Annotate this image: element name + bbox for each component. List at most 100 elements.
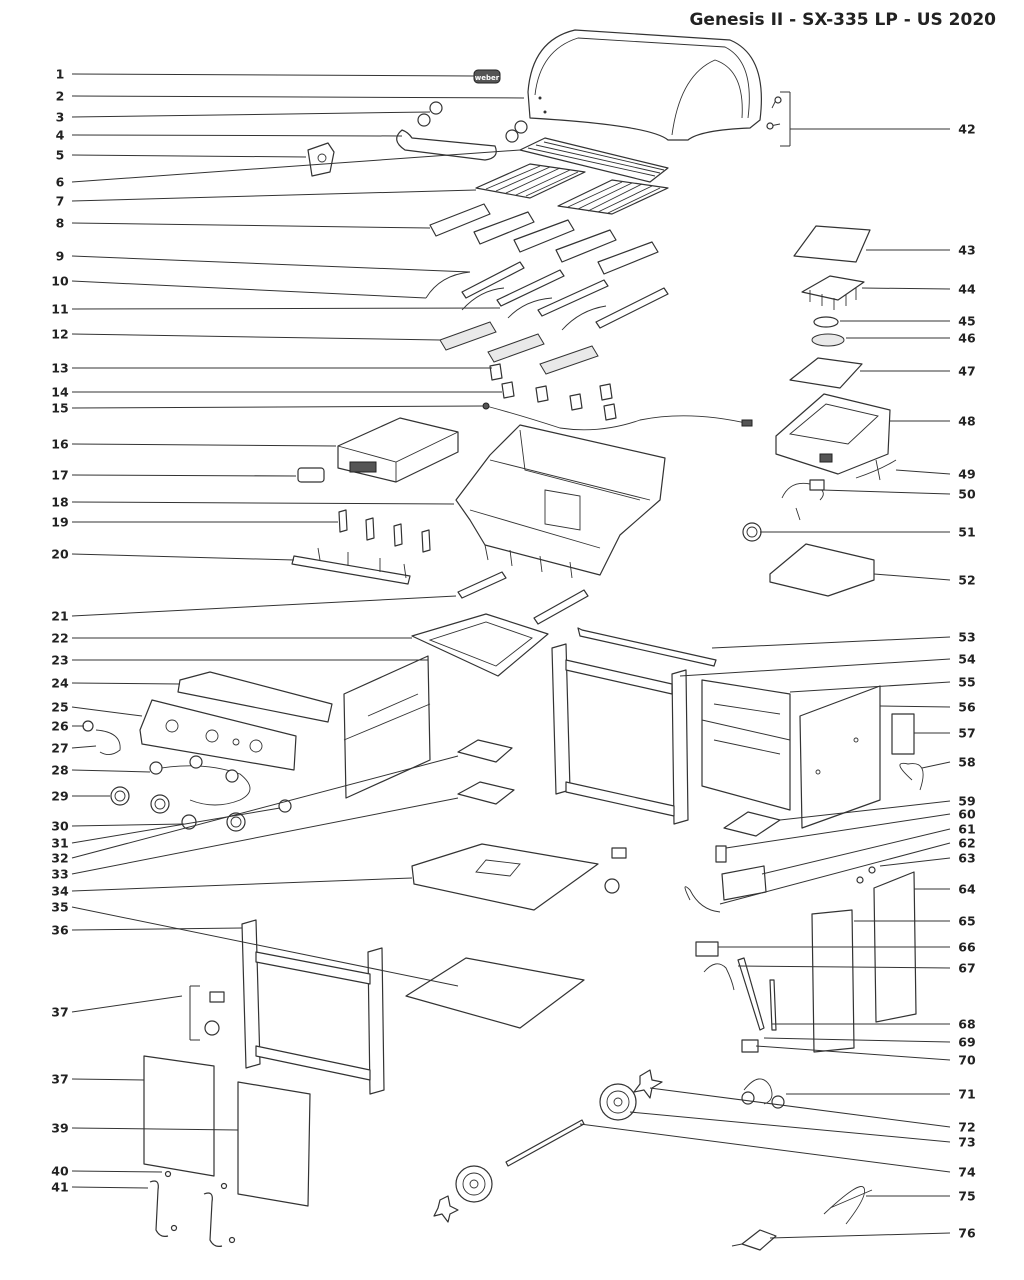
leader-line [895, 469, 951, 475]
leader-line [921, 761, 951, 769]
top-rail [577, 627, 717, 667]
leader-line [71, 474, 297, 477]
wheel-star-cap [633, 1069, 663, 1099]
side-shelf-tray [769, 543, 875, 597]
catch-pan-tray [411, 613, 549, 677]
callout-number: 12 [51, 327, 68, 342]
access-cover [721, 865, 767, 901]
callout-number: 52 [958, 573, 975, 588]
right-door [237, 1081, 311, 1207]
callout-number: 41 [51, 1180, 68, 1195]
callout-number: 27 [51, 741, 68, 756]
leader-line [71, 149, 521, 183]
callout-number: 55 [958, 675, 975, 690]
bottom-shelf [405, 957, 585, 1029]
lid-handle [396, 129, 497, 161]
callout-number: 30 [51, 819, 69, 834]
callout-number: 56 [958, 700, 976, 715]
leader-line [779, 800, 951, 821]
callout-number: 76 [958, 1226, 976, 1241]
callout-number: 28 [51, 763, 68, 778]
left-door [143, 1055, 215, 1177]
callout-number: 43 [958, 243, 975, 258]
callout-number: 10 [51, 274, 69, 289]
callout-number: 18 [51, 495, 68, 510]
callout-number: 34 [51, 884, 69, 899]
callout-number: 13 [51, 361, 68, 376]
side-panel-left [811, 909, 855, 1053]
leader-line [755, 1045, 951, 1061]
callout-number: 8 [56, 216, 65, 231]
leader-line [71, 553, 295, 561]
igniter-wire [485, 405, 751, 431]
callout-number: 61 [958, 822, 975, 837]
back-panel [799, 685, 881, 829]
handle-end-cap [429, 101, 443, 115]
gas-hose [737, 957, 765, 1031]
leader-line [679, 658, 951, 677]
callout-number: 46 [958, 331, 976, 346]
side-burner-housing [775, 393, 891, 475]
callout-number: 16 [51, 437, 69, 452]
callout-number: 39 [51, 1121, 68, 1136]
callout-number: 1 [56, 67, 65, 82]
callout-number: 25 [51, 700, 68, 715]
callout-number: 31 [51, 836, 68, 851]
callout-number: 47 [958, 364, 975, 379]
igniter-tool [741, 1229, 777, 1251]
callout-number: 72 [958, 1120, 975, 1135]
leader-line [71, 755, 459, 859]
callout-number: 26 [51, 719, 69, 734]
leader-line [71, 189, 477, 202]
leader-line [879, 705, 951, 708]
leader-line [71, 682, 181, 685]
leader-line [71, 111, 431, 118]
callout-number: 59 [958, 794, 975, 809]
cabinet-bottom [411, 843, 599, 911]
valves [338, 509, 431, 553]
leader-line [71, 222, 431, 229]
leader-line [71, 255, 471, 273]
leader-line [71, 307, 501, 310]
leader-line [71, 280, 427, 299]
callout-number: 9 [56, 249, 65, 264]
igniter-module [684, 886, 721, 913]
callout-number: 40 [51, 1164, 69, 1179]
side-knob [742, 522, 762, 542]
callout-number: 60 [958, 807, 976, 822]
callout-number: 63 [958, 851, 975, 866]
leader-line [71, 745, 97, 749]
leader-line [71, 1078, 145, 1081]
callout-number: 35 [51, 900, 68, 915]
leader-line [629, 1111, 951, 1143]
module [297, 467, 325, 483]
callout-number: 49 [958, 467, 975, 482]
leader-line [711, 636, 951, 649]
callout-number: 21 [51, 609, 68, 624]
side-burner-grate [801, 275, 865, 310]
callout-number: 67 [958, 961, 975, 976]
callout-number: 4 [56, 128, 65, 143]
fastener [715, 845, 727, 863]
callout-number: 53 [958, 630, 975, 645]
leader-line [789, 681, 951, 693]
callout-number: 57 [958, 726, 975, 741]
callout-number: 50 [958, 487, 976, 502]
leader-line [71, 95, 525, 99]
leader-line [71, 1170, 163, 1173]
callout-number: 7 [56, 194, 65, 209]
callout-numbers: 1234567891011121314151617181920212223242… [51, 67, 976, 1241]
leader-line [71, 797, 459, 875]
leader-line [71, 1186, 149, 1189]
callout-number: 23 [51, 653, 68, 668]
callout-number: 17 [51, 468, 68, 483]
wheel [599, 1083, 637, 1121]
burner-cap [813, 316, 839, 328]
callout-number: 36 [51, 923, 69, 938]
leader-line [725, 813, 951, 849]
thermometer [307, 142, 335, 177]
leader-line [71, 501, 455, 505]
leader-line [71, 1127, 239, 1131]
control-panel-trim [177, 671, 333, 723]
callout-number: 66 [958, 940, 976, 955]
